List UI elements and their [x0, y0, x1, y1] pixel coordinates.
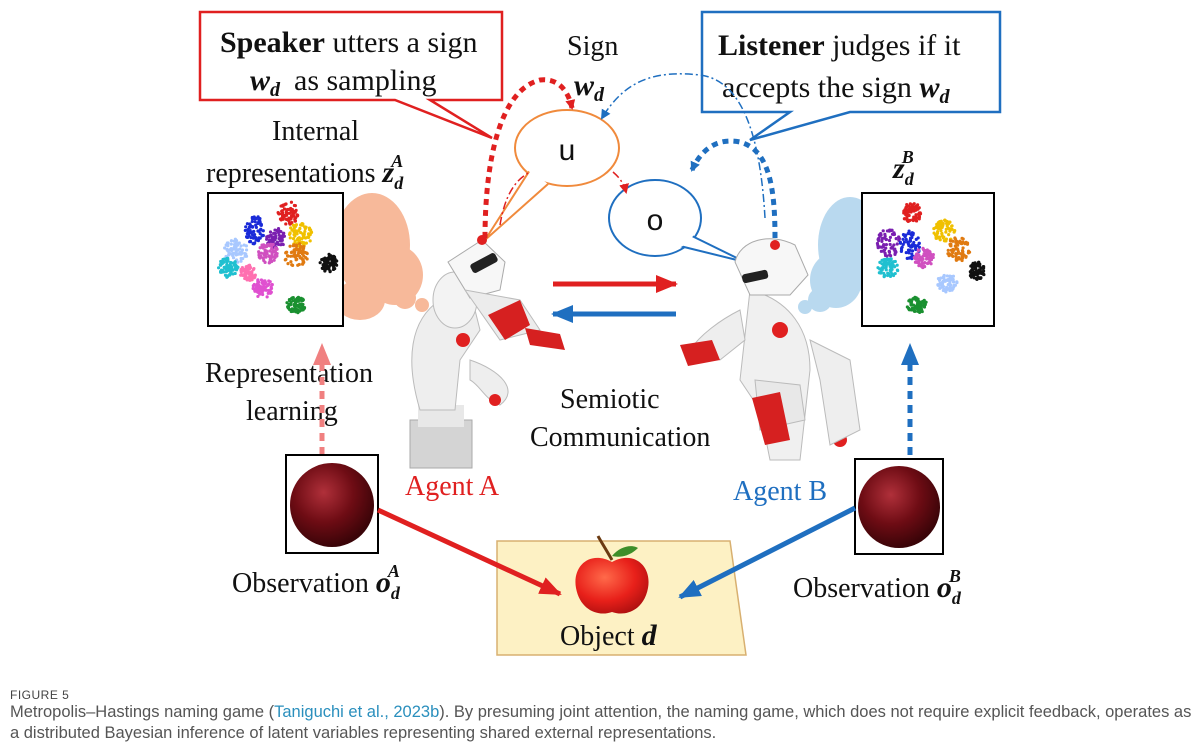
cluster-plot-b: [861, 192, 995, 327]
semiotic-line1: Semiotic: [560, 384, 660, 415]
bubble-u: u: [484, 109, 624, 241]
representation-learning-label: Representation learning: [205, 358, 373, 427]
speaker-sign-arrow: [482, 77, 576, 239]
cluster-plot-a: [207, 192, 344, 327]
observation-image-b: [854, 458, 944, 555]
rep-learning-line1: Representation: [205, 358, 373, 389]
sign-word: Sign: [567, 31, 618, 62]
internal-line1: Internal: [272, 116, 359, 147]
observation-a-arrow: [376, 507, 562, 597]
object-label: Object d: [560, 619, 658, 652]
object-panel: Object d: [496, 535, 747, 656]
semiotic-line2: Communication: [530, 422, 710, 453]
listener-line2: accepts the sign wd: [722, 71, 950, 108]
figure-caption: FIGURE 5 Metropolis–Hastings naming game…: [10, 688, 1195, 744]
observation-b-arrow: [678, 505, 857, 600]
agent-b-label: Agent B: [733, 476, 827, 507]
caption-text-after: ). By presuming joint attention, the nam…: [10, 703, 1192, 742]
robot-agent-b: [680, 238, 861, 461]
figure-label: FIGURE 5: [10, 688, 70, 702]
sign-symbol: wd: [574, 69, 605, 106]
caption-text-before: Metropolis–Hastings naming game (: [10, 703, 275, 721]
caption-text: Metropolis–Hastings naming game (Taniguc…: [10, 702, 1195, 744]
apple-icon: [575, 535, 649, 614]
observation-a-label: Observation odA: [232, 561, 401, 603]
bubble-o-text: o: [647, 204, 664, 237]
communication-arrows: [551, 275, 678, 323]
listener-line1: Listener judges if it: [718, 29, 961, 62]
sign-arrows: [482, 73, 778, 239]
internal-line2: representations zdA: [206, 151, 404, 193]
speaker-line1: Speaker utters a sign: [220, 26, 477, 59]
observation-image-a: [285, 454, 379, 554]
sign-label: Sign wd: [567, 31, 618, 106]
agent-a-label: Agent A: [405, 471, 500, 502]
bubble-o: o: [608, 179, 746, 263]
bubble-u-text: u: [559, 134, 576, 167]
thought-cloud-a: [334, 193, 429, 320]
zb-symbol: zdB: [892, 147, 915, 189]
internal-representation-label: Internal representations zdA: [206, 116, 404, 193]
observation-b-label: Observation odB: [793, 566, 962, 608]
thought-cloud-b: [798, 197, 882, 314]
zb-label: zdB: [892, 147, 915, 189]
u-to-o-arrow: [612, 171, 629, 194]
robot-agent-a: [409, 235, 565, 469]
listener-o-arrow: [689, 138, 778, 239]
citation-link[interactable]: Taniguchi et al., 2023b: [274, 703, 440, 721]
listener-callout: Listener judges if it accepts the sign w…: [700, 10, 1002, 142]
semiotic-communication-label: Semiotic Communication: [530, 384, 710, 453]
speaker-u-link: [499, 171, 531, 226]
listener-sign-link: [600, 73, 766, 219]
